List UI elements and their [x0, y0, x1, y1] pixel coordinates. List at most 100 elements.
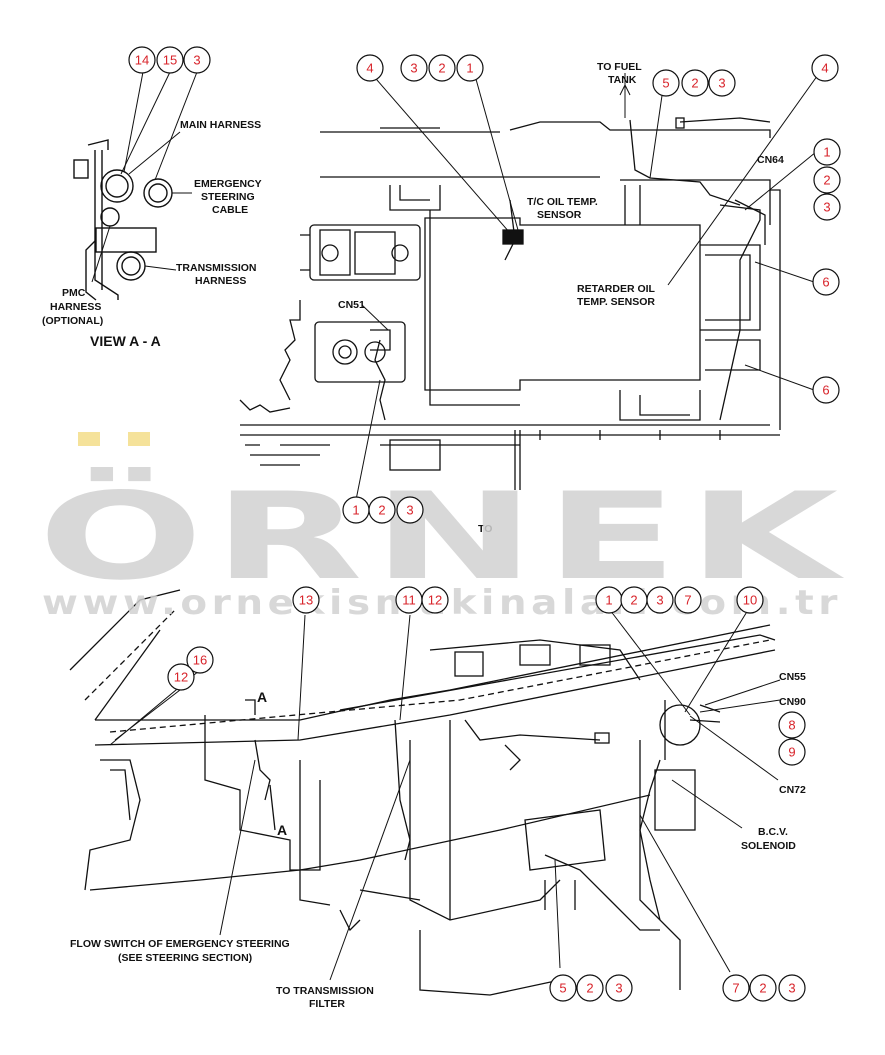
- callout-number: 2: [691, 76, 698, 91]
- umlaut-dot-left: [78, 432, 100, 446]
- callout-number: 3: [718, 76, 725, 91]
- callout-3b: 3: [400, 54, 428, 82]
- callout-number: 1: [605, 593, 612, 608]
- callout-circle: [605, 974, 633, 1002]
- callout-5a: 5: [652, 69, 680, 97]
- umlaut-dot-right: [128, 432, 150, 446]
- callout-circle: [708, 69, 736, 97]
- label-pmc-harness-1: PMC: [62, 287, 86, 299]
- callout-2b: 2: [681, 69, 709, 97]
- label-transmission-harness-1: TRANSMISSION: [176, 262, 257, 274]
- callout-number: 12: [428, 593, 442, 608]
- callout-circle: [652, 69, 680, 97]
- callout-circle: [813, 193, 841, 221]
- callout-number: 2: [823, 173, 830, 188]
- callout-number: 2: [759, 981, 766, 996]
- callout-2f: 2: [576, 974, 604, 1002]
- callout-7a: 7: [674, 586, 702, 614]
- label-partial-to: TO: [478, 523, 492, 535]
- lower-frame-drawing: [69, 589, 781, 996]
- callout-10: 10: [736, 586, 764, 614]
- callout-13: 13: [292, 586, 320, 614]
- callout-number: 10: [743, 593, 757, 608]
- callout-number: 1: [823, 145, 830, 160]
- callout-number: 1: [466, 61, 473, 76]
- callout-1a: 1: [456, 54, 484, 82]
- callout-5b: 5: [549, 974, 577, 1002]
- label-emergency-steering-1: EMERGENCY: [194, 178, 262, 190]
- callout-3h: 3: [778, 974, 806, 1002]
- callout-3a: 3: [183, 46, 211, 74]
- label-cn55: CN55: [779, 671, 806, 683]
- callout-circle: [813, 166, 841, 194]
- callout-circle: [812, 268, 840, 296]
- callout-number: 3: [615, 981, 622, 996]
- callout-number: 15: [163, 53, 177, 68]
- callout-14: 14: [128, 46, 156, 74]
- label-to-fuel-tank-2: TANK: [608, 74, 637, 86]
- label-flow-switch-2: (SEE STEERING SECTION): [118, 952, 252, 964]
- label-cn72: CN72: [779, 784, 806, 796]
- callout-number: 2: [586, 981, 593, 996]
- callout-circle: [813, 138, 841, 166]
- callout-number: 3: [788, 981, 795, 996]
- callout-number: 2: [630, 593, 637, 608]
- callout-1c: 1: [342, 496, 370, 524]
- callout-9: 9: [778, 738, 806, 766]
- callout-number: 8: [788, 718, 795, 733]
- label-pmc-harness-3: (OPTIONAL): [42, 315, 103, 327]
- callout-12a: 12: [421, 586, 449, 614]
- callout-number: 9: [788, 745, 795, 760]
- callout-12b: 12: [167, 663, 195, 691]
- callout-circle: [428, 54, 456, 82]
- callout-circle: [576, 974, 604, 1002]
- callout-circle: [186, 646, 214, 674]
- callout-circle: [128, 46, 156, 74]
- callout-circle: [292, 586, 320, 614]
- label-cn64: CN64: [757, 154, 784, 166]
- callout-circle: [549, 974, 577, 1002]
- label-section-a-bottom: A: [277, 822, 287, 838]
- callout-number: 3: [823, 200, 830, 215]
- callout-number: 1: [352, 503, 359, 518]
- callout-number: 3: [410, 61, 417, 76]
- callout-number: 11: [402, 593, 416, 608]
- callout-circle: [778, 974, 806, 1002]
- label-retarder-sensor-2: TEMP. SENSOR: [577, 296, 655, 308]
- callout-circle: [812, 376, 840, 404]
- callout-number: 3: [406, 503, 413, 518]
- label-main-harness: MAIN HARNESS: [180, 119, 261, 131]
- callout-number: 6: [822, 383, 829, 398]
- callout-6b: 6: [812, 376, 840, 404]
- callout-number: 2: [378, 503, 385, 518]
- callout-circle: [396, 496, 424, 524]
- label-to-fuel-tank-1: TO FUEL: [597, 61, 642, 73]
- label-emergency-steering-3: CABLE: [212, 204, 248, 216]
- label-retarder-sensor-1: RETARDER OIL: [577, 283, 656, 295]
- callout-circle: [456, 54, 484, 82]
- callout-3f: 3: [646, 586, 674, 614]
- callout-number: 12: [174, 670, 188, 685]
- callout-circle: [811, 54, 839, 82]
- callout-16: 16: [186, 646, 214, 674]
- label-bcv-solenoid-1: B.C.V.: [758, 826, 788, 838]
- callout-circle: [368, 496, 396, 524]
- upper-transmission-drawing: [239, 71, 821, 501]
- callout-4a: 4: [356, 54, 384, 82]
- callout-3g: 3: [605, 974, 633, 1002]
- callout-circle: [646, 586, 674, 614]
- callout-6a: 6: [812, 268, 840, 296]
- callout-number: 7: [732, 981, 739, 996]
- callout-circle: [749, 974, 777, 1002]
- callout-number: 2: [438, 61, 445, 76]
- callout-number: 13: [299, 593, 313, 608]
- view-a-a-title: VIEW A - A: [90, 333, 161, 349]
- label-pmc-harness-2: HARNESS: [50, 301, 101, 313]
- label-cn51: CN51: [338, 299, 365, 311]
- callout-number: 14: [135, 53, 149, 68]
- label-to-trans-filter-1: TO TRANSMISSION: [276, 985, 374, 997]
- callout-15: 15: [156, 46, 184, 74]
- callout-circle: [183, 46, 211, 74]
